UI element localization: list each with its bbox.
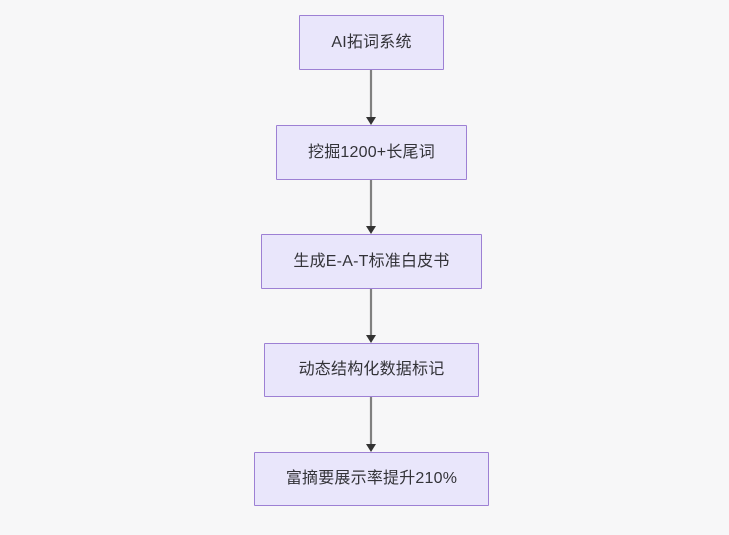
flow-node-label: 生成E-A-T标准白皮书 [293,252,450,270]
flow-node-label: 挖掘1200+长尾词 [308,143,435,161]
flow-arrow-3 [362,289,380,343]
flow-node-rich-snippet-uplift[interactable]: 富摘要展示率提升210% [254,452,489,506]
flow-arrow-1 [362,70,380,125]
flow-node-label: 动态结构化数据标记 [298,361,445,378]
flow-node-ai-keyword-system[interactable]: AI拓词系统 [299,15,444,70]
flow-arrow-2 [362,180,380,234]
flow-node-dynamic-structured-data[interactable]: 动态结构化数据标记 [264,343,479,397]
flow-node-label: AI拓词系统 [331,33,412,51]
flow-node-generate-eat-whitepaper[interactable]: 生成E-A-T标准白皮书 [261,234,482,289]
flow-node-mine-longtail-keywords[interactable]: 挖掘1200+长尾词 [276,125,467,180]
flow-node-label: 富摘要展示率提升210% [285,470,458,487]
flow-arrow-4 [362,397,380,452]
